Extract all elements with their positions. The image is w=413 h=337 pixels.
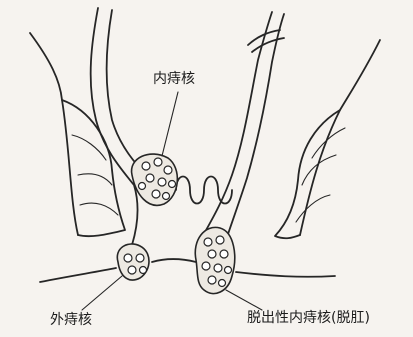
prolapsed-hemorrhoid-nodule: [195, 227, 234, 293]
left-outer-contour: [30, 33, 78, 235]
internal-hemorrhoid-nodule: [132, 154, 178, 205]
left-sphincter-muscle: [62, 100, 125, 236]
label-external-hemorrhoid: 外痔核: [50, 313, 92, 327]
skin-surface-left: [40, 268, 116, 282]
label-internal-hemorrhoid: 内痔核: [153, 72, 195, 86]
right-rectal-wall-inner: [226, 14, 284, 240]
leader-line-external: [82, 276, 122, 310]
leader-line-prolapsed: [226, 290, 262, 310]
external-hemorrhoid-nodule: [117, 244, 149, 280]
label-prolapsed-internal-hemorrhoid: 脱出性内痔核(脱肛): [247, 311, 370, 325]
leader-line-internal: [162, 92, 178, 156]
skin-surface-right: [236, 272, 335, 277]
mucosal-folds: [176, 177, 232, 204]
left-rectal-wall-inner: [107, 10, 140, 168]
